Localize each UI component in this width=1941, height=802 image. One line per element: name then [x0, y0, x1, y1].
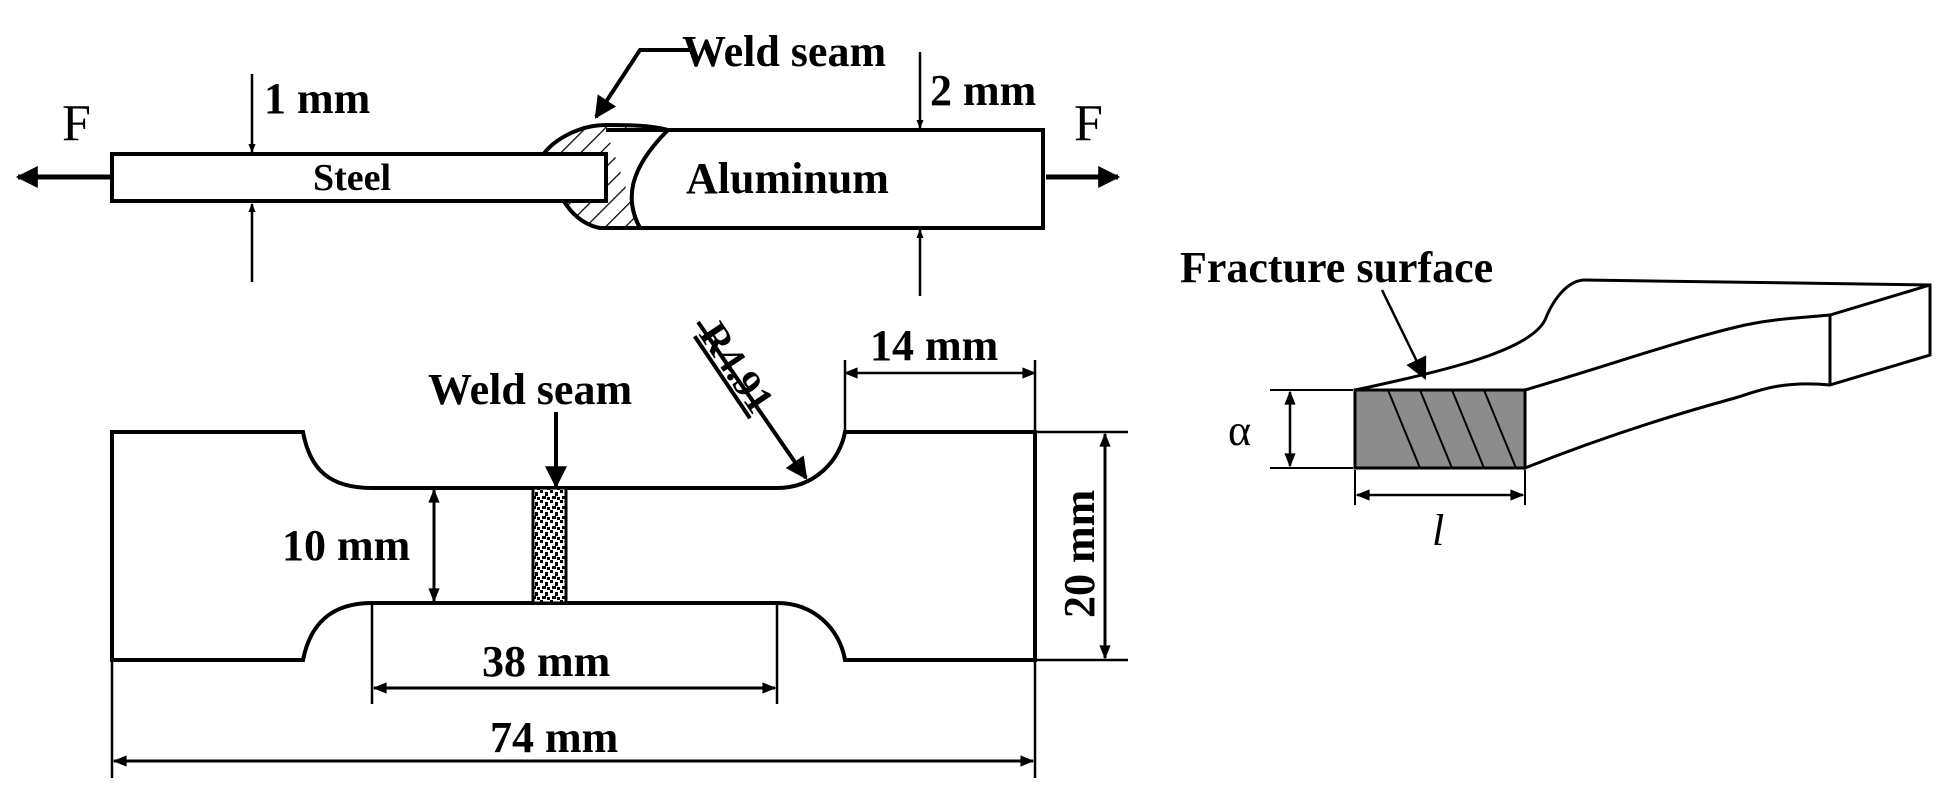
neck-width-label: 10 mm — [282, 521, 410, 570]
aluminum-plate — [606, 128, 1045, 230]
fracture-view-labels: Fracture surface α l — [1180, 243, 1493, 555]
l-label: l — [1432, 506, 1444, 555]
weld-leader-side — [594, 48, 690, 119]
fracture-surface-label: Fracture surface — [1180, 243, 1493, 292]
top-view — [110, 320, 1128, 778]
alpha-label: α — [1228, 406, 1251, 455]
steel-thickness-label: 1 mm — [264, 74, 370, 123]
steel-label: Steel — [313, 157, 391, 199]
total-width-label: 20 mm — [1055, 490, 1104, 618]
fracture-surface — [1353, 388, 1527, 470]
force-label-left: F — [62, 95, 91, 152]
total-length-label: 74 mm — [490, 713, 618, 762]
weld-seam-label-top: Weld seam — [428, 365, 632, 414]
fracture-hatch — [1387, 389, 1517, 469]
shoulder-width-label: 14 mm — [870, 321, 998, 370]
fracture-view — [1270, 278, 1932, 505]
side-view-labels: F F 1 mm Steel Weld seam 2 mm Aluminum — [62, 27, 1103, 203]
side-view — [15, 48, 1121, 296]
specimen-outline — [110, 430, 1037, 662]
gauge-length-label: 38 mm — [482, 637, 610, 686]
weld-seam-label-side: Weld seam — [682, 27, 886, 76]
steel-plate — [110, 152, 608, 203]
aluminum-thickness-label: 2 mm — [930, 66, 1036, 115]
force-label-right: F — [1074, 95, 1103, 152]
specimen-3d-inner-edge — [1524, 283, 1931, 392]
fracture-pointer — [1380, 289, 1427, 380]
aluminum-label: Aluminum — [686, 154, 889, 203]
radius-label: R4.91 — [691, 314, 784, 421]
radius-leader — [696, 320, 808, 480]
weld-seam-strip — [531, 486, 568, 605]
